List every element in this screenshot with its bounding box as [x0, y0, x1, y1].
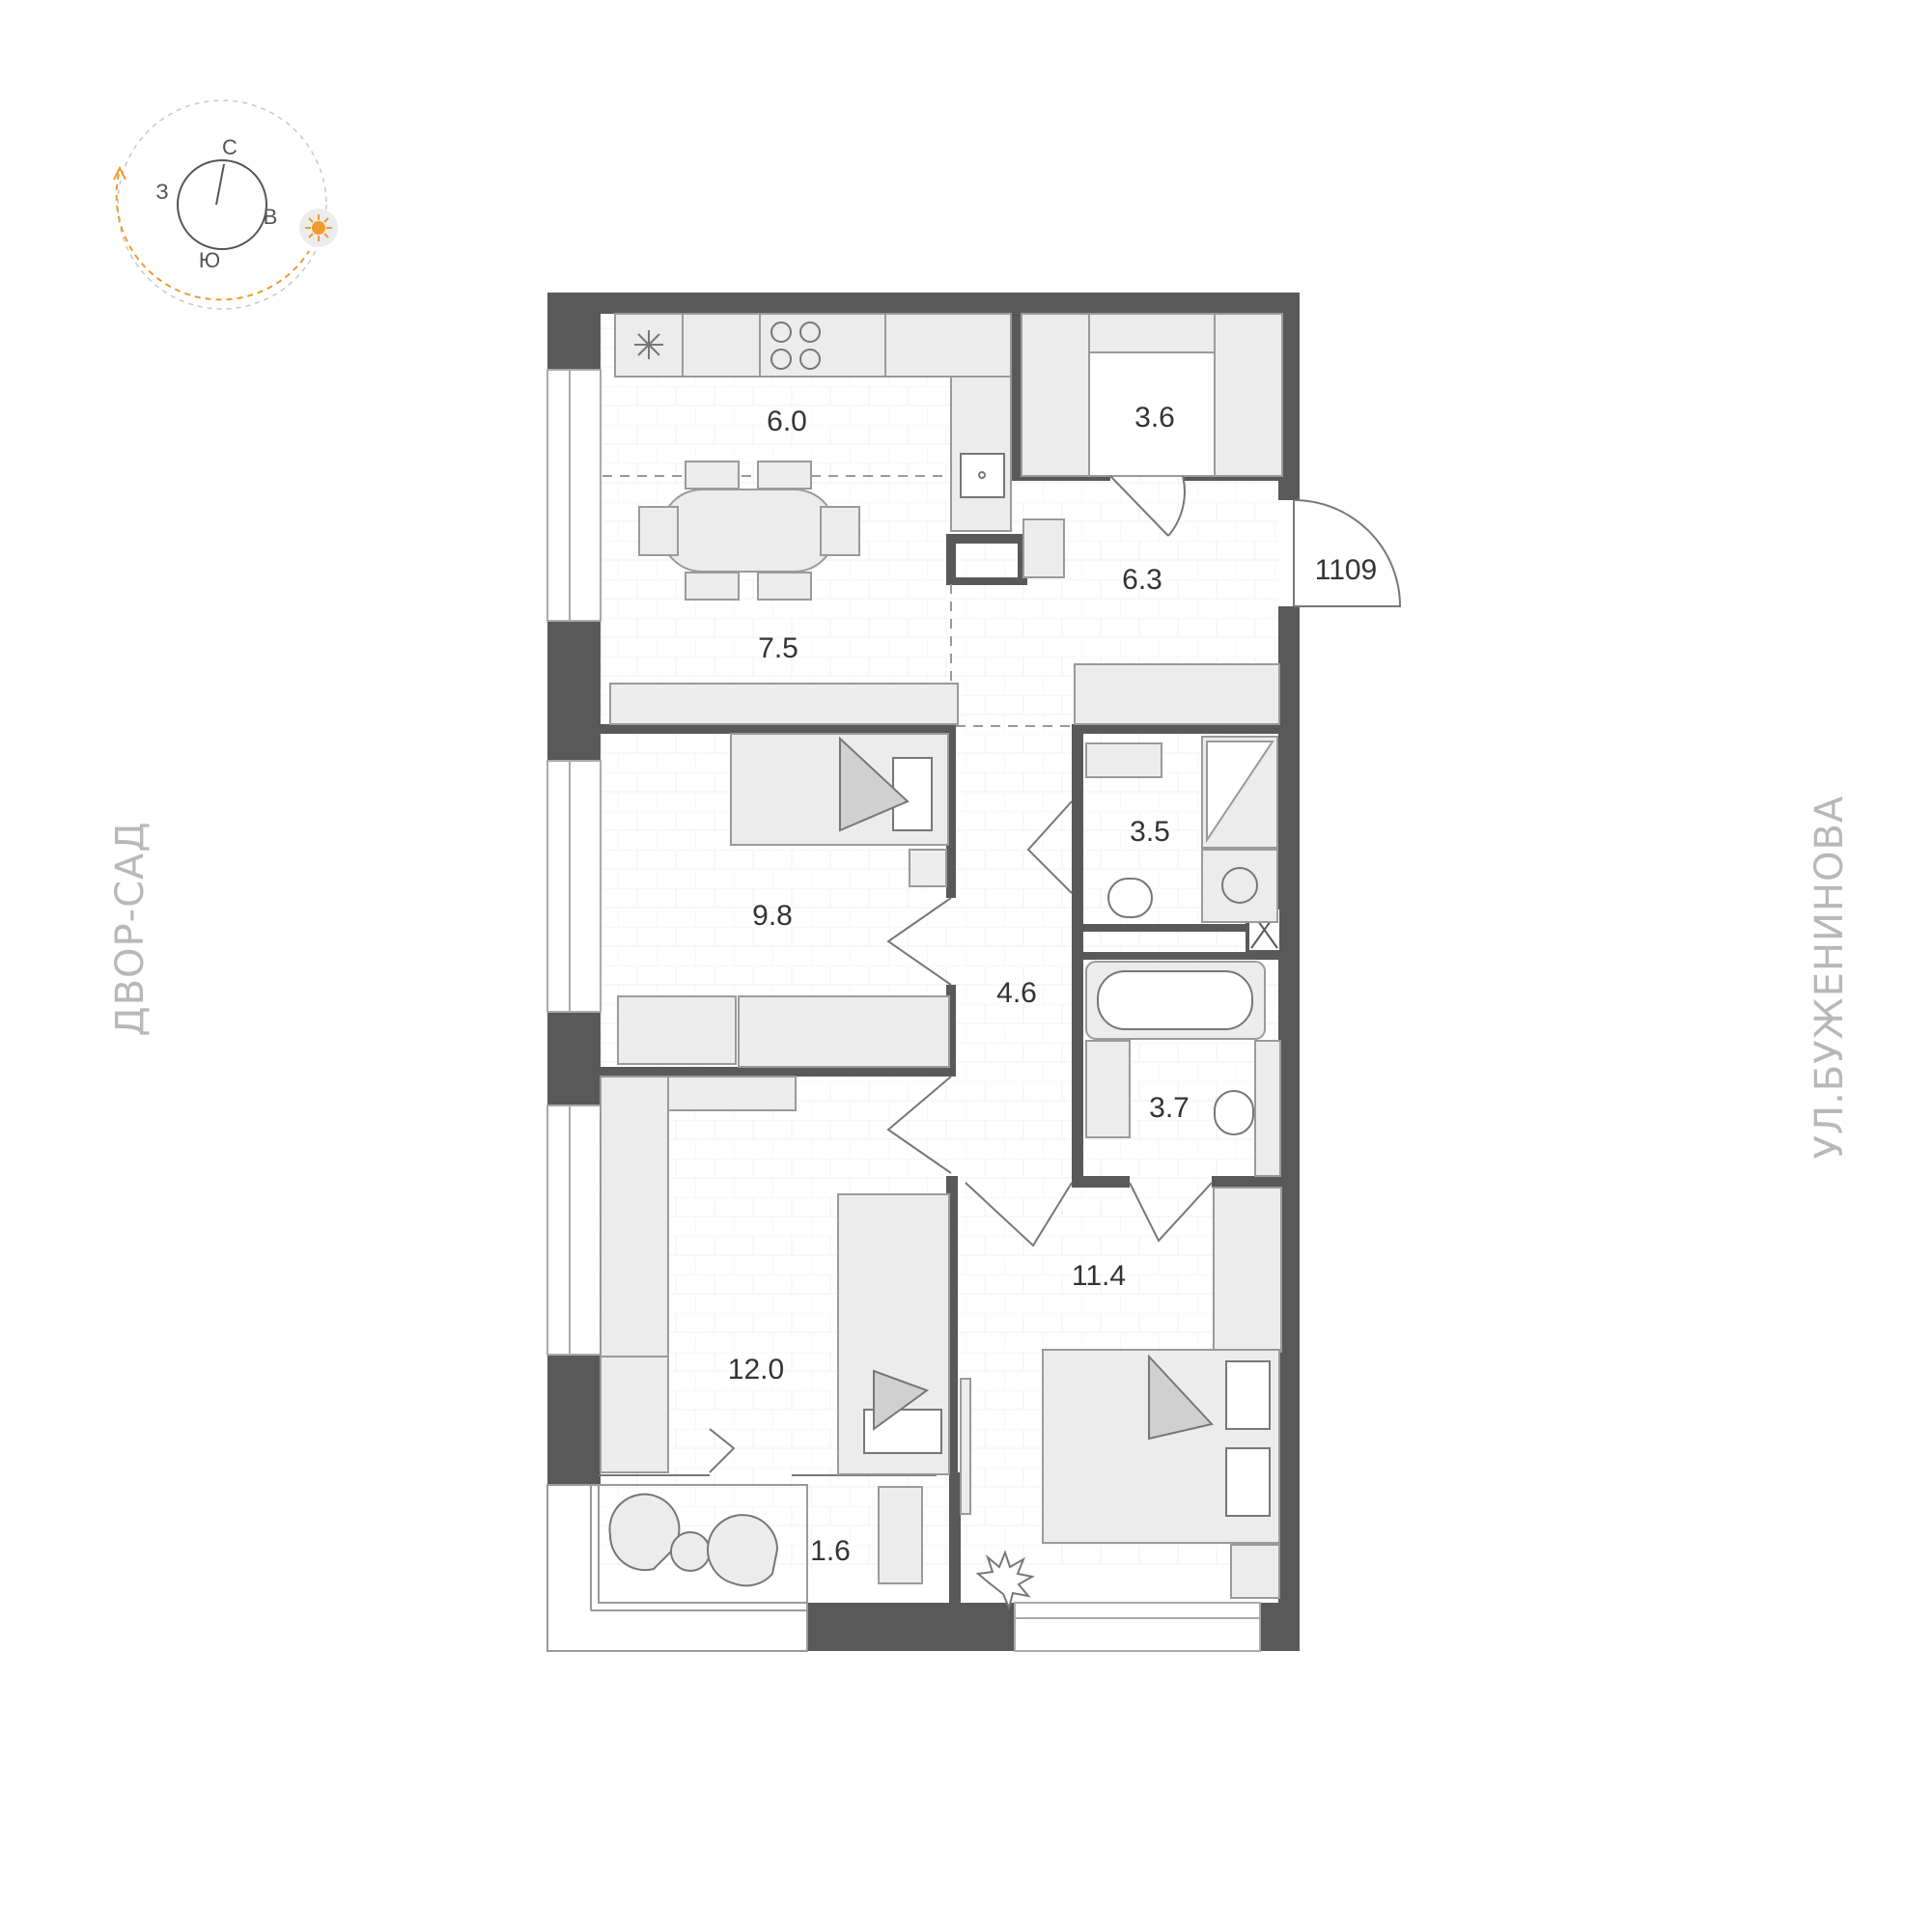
toilet-icon — [1107, 878, 1254, 1135]
room-area-dining: 7.5 — [758, 632, 798, 664]
sun-path-arrow-icon — [113, 165, 126, 181]
stove-icon — [770, 322, 821, 370]
door-swings — [709, 475, 1213, 1473]
fridge-icon — [634, 330, 663, 359]
room-area-bathroom: 3.7 — [1149, 1092, 1190, 1124]
room-area-wardrobe: 3.6 — [1134, 402, 1175, 434]
plant-icon — [975, 1550, 1035, 1611]
kitchen-sink-icon — [960, 453, 1005, 498]
windows-left — [546, 369, 602, 1356]
room-area-bath-wc: 3.5 — [1130, 816, 1170, 848]
compass-needle-icon — [215, 163, 225, 206]
compass-west: З — [155, 180, 168, 204]
compass-dial — [177, 159, 267, 250]
room-area-children-room: 12.0 — [728, 1354, 784, 1385]
compass-south: Ю — [199, 248, 220, 272]
compass-east: В — [264, 205, 278, 229]
room-area-master-bedroom: 11.4 — [1072, 1260, 1126, 1292]
entrance-door[interactable] — [1278, 499, 1402, 607]
compass-north: С — [222, 135, 238, 159]
bathtub-icon — [1097, 970, 1253, 1030]
apartment-number: 1109 — [1315, 554, 1378, 586]
balcony-chair-icon — [608, 1493, 779, 1587]
room-area-balcony: 1.6 — [810, 1535, 851, 1567]
sun-icon — [299, 209, 338, 247]
room-area-corridor: 4.6 — [996, 977, 1037, 1009]
compass: С Ю З В — [113, 99, 338, 310]
room-labels: 6.0 7.5 3.6 6.3 1109 3.5 9.8 4.6 3.7 11.… — [728, 402, 1377, 1567]
walls — [547, 293, 1300, 1651]
window-bottom — [1014, 1602, 1261, 1652]
bed-icon — [839, 736, 1271, 1517]
room-area-entry-hall: 6.3 — [1122, 564, 1162, 596]
room-area-bedroom-small: 9.8 — [752, 900, 793, 932]
washing-machine-icon — [1221, 867, 1258, 904]
room-area-kitchen: 6.0 — [767, 406, 807, 437]
shower-icon — [1206, 741, 1274, 844]
street-label-right: УЛ.БУЖЕНИНОВА — [1807, 796, 1852, 1160]
street-label-left: ДВОР-САД — [108, 821, 153, 1036]
